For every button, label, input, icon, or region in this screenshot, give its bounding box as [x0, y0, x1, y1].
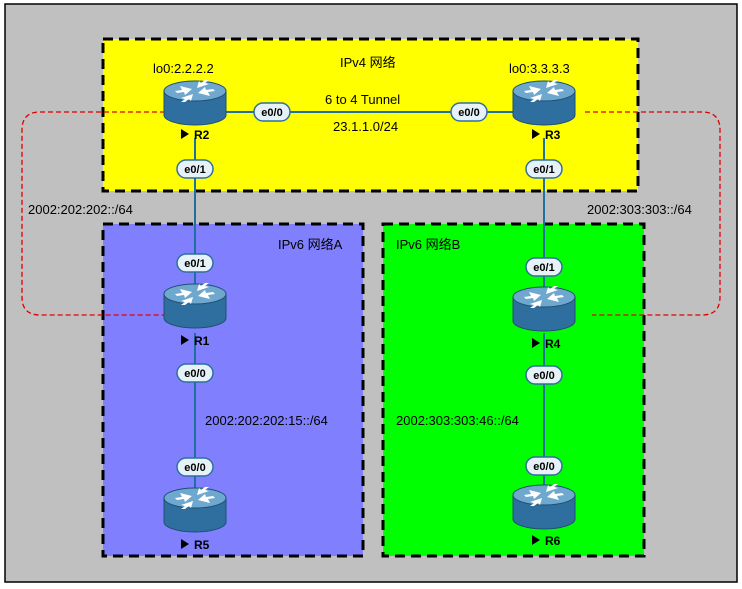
port-r6-e0-0[interactable]: e0/0 — [525, 456, 563, 476]
port-r5-e0-0[interactable]: e0/0 — [176, 457, 214, 477]
router-r1[interactable] — [163, 282, 227, 329]
right-site-outline — [585, 111, 721, 316]
port-r3-e0-1[interactable]: e0/1 — [525, 159, 563, 179]
svg-text:e0/1: e0/1 — [533, 262, 554, 274]
svg-text:e0/1: e0/1 — [184, 164, 205, 176]
svg-text:e0/0: e0/0 — [533, 461, 554, 473]
triangle-icon — [181, 539, 189, 549]
ipv4-network-label: IPv4 网络 — [340, 55, 396, 70]
port-r2-e0-1[interactable]: e0/1 — [176, 159, 214, 179]
ipv6-network-b-label: IPv6 网络B — [396, 237, 460, 252]
router-label-r5: R5 — [181, 538, 210, 552]
port-r2-e0-0[interactable]: e0/0 — [253, 102, 291, 122]
r3-loopback-label: lo0:3.3.3.3 — [509, 61, 570, 76]
port-r1-e0-0[interactable]: e0/0 — [176, 363, 214, 383]
svg-text:e0/0: e0/0 — [533, 370, 554, 382]
ipv6-network-a-label: IPv6 网络A — [278, 237, 343, 252]
triangle-icon — [532, 535, 540, 545]
router-r4[interactable] — [512, 285, 576, 332]
svg-text:e0/0: e0/0 — [458, 107, 479, 119]
triangle-icon — [181, 129, 189, 139]
router-label-r4: R4 — [532, 337, 561, 351]
svg-text:R2: R2 — [194, 128, 210, 142]
router-label-r2: R2 — [181, 128, 210, 142]
svg-text:R6: R6 — [545, 534, 561, 548]
svg-text:R5: R5 — [194, 538, 210, 552]
triangle-icon — [532, 129, 540, 139]
left-site-outline — [21, 111, 165, 316]
router-label-r1: R1 — [181, 334, 210, 348]
r1-r5-subnet-label: 2002:202:202:15::/64 — [205, 413, 328, 428]
tunnel-label: 6 to 4 Tunnel — [325, 92, 400, 107]
router-r3[interactable] — [512, 79, 576, 126]
tunnel-subnet-label: 23.1.1.0/24 — [333, 119, 398, 134]
svg-text:e0/0: e0/0 — [261, 107, 282, 119]
ipv6-network-a-area — [101, 222, 365, 558]
r4-r6-subnet-label: 2002:303:303:46::/64 — [396, 413, 519, 428]
r2-loopback-label: lo0:2.2.2.2 — [153, 61, 214, 76]
router-label-r6: R6 — [532, 534, 561, 548]
svg-text:e0/0: e0/0 — [184, 368, 205, 380]
svg-text:R3: R3 — [545, 128, 561, 142]
triangle-icon — [181, 335, 189, 345]
router-r5[interactable] — [163, 486, 227, 533]
port-r4-e0-0[interactable]: e0/0 — [525, 365, 563, 385]
svg-text:R1: R1 — [194, 334, 210, 348]
left-site-prefix-label: 2002:202:202::/64 — [28, 202, 133, 217]
router-label-r3: R3 — [532, 128, 561, 142]
right-site-prefix-label: 2002:303:303::/64 — [587, 202, 692, 217]
svg-text:e0/0: e0/0 — [184, 462, 205, 474]
svg-text:R4: R4 — [545, 337, 561, 351]
svg-text:e0/1: e0/1 — [533, 164, 554, 176]
port-r4-e0-1[interactable]: e0/1 — [525, 257, 563, 277]
svg-text:e0/1: e0/1 — [184, 258, 205, 270]
triangle-icon — [532, 338, 540, 348]
port-r1-e0-1[interactable]: e0/1 — [176, 253, 214, 273]
router-r6[interactable] — [512, 483, 576, 530]
router-r2[interactable] — [163, 79, 227, 126]
port-r3-e0-0[interactable]: e0/0 — [450, 102, 488, 122]
